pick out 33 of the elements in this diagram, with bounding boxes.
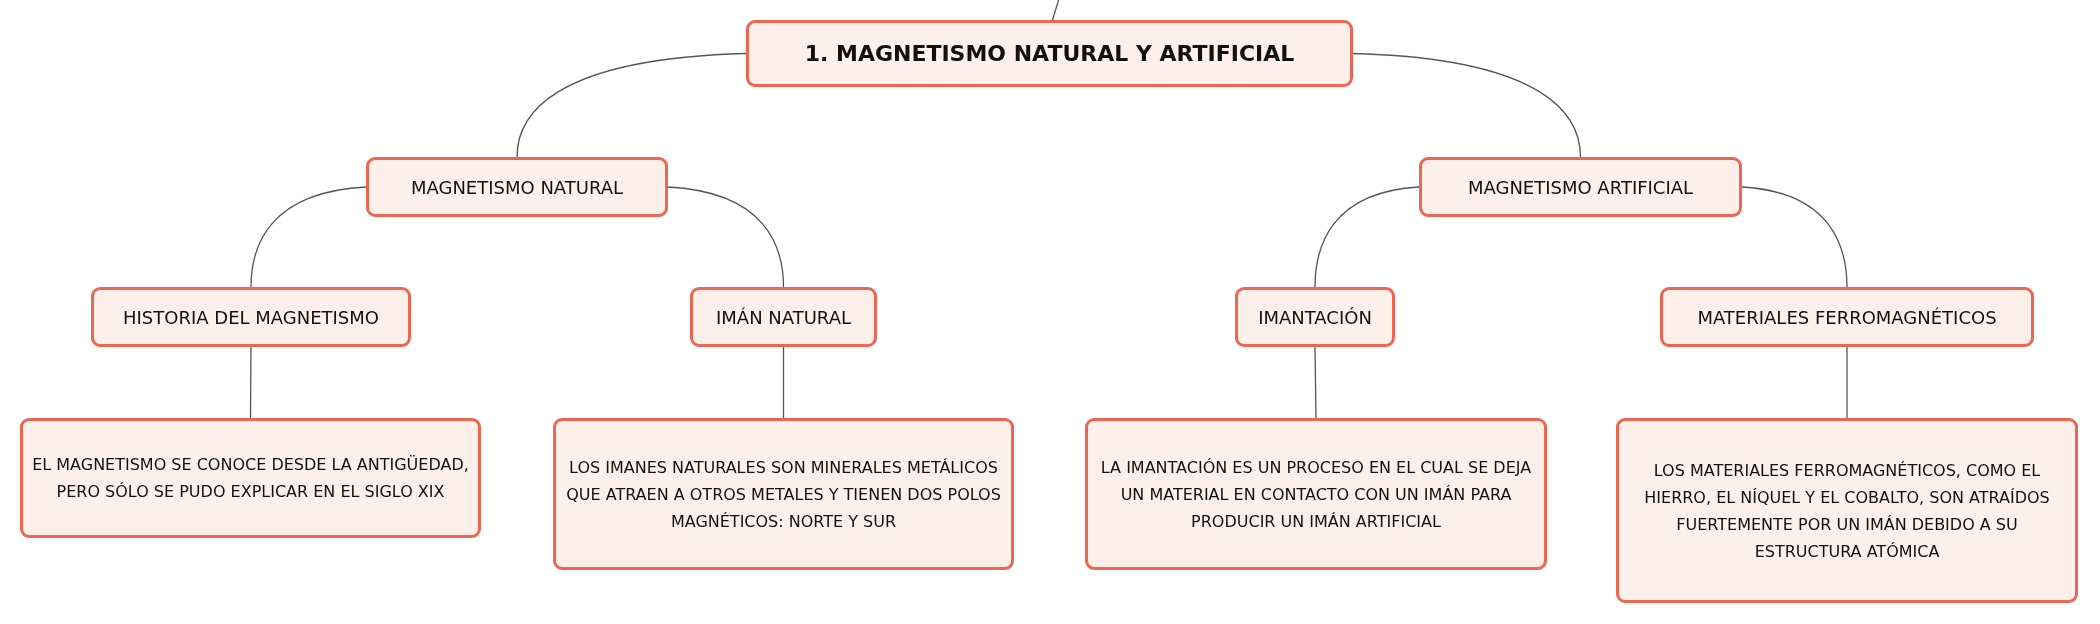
topic-box [1660,287,2034,347]
node-text: EL MAGNETISMO SE CONOCE DESDE LA ANTIGÜEDAD, PERO SÓLO SE PUDO EXPLICAR EN EL SIGLO XIX [31,454,470,503]
node-text: MATERIALES FERROMAGNÉTICOS [1697,306,1997,328]
connector-line [1741,186,1848,288]
node-text: IMANTACIÓN [1258,306,1372,328]
node-text: LOS MATERIALES FERROMAGNÉTICOS, COMO EL HIERRO, EL NÍQUEL Y EL COBALTO, SON ATRAÍDOS FUERTEMENTE POR UN IMÁN DEBIDO A SU ESTRUCTURA ATÓMICA [1643,459,2051,563]
node-text: LA IMANTACIÓN ES UN PROCESO EN EL CUAL SE DEJA UN MATERIAL EN CONTACTO CON UN IMÁN PARA PRODUCIR UN IMÁN ARTIFICIAL [1099,456,1533,533]
description-box [20,418,481,538]
connector-line [250,186,367,288]
title-box [746,20,1353,87]
node-text: 1. MAGNETISMO NATURAL Y ARTIFICIAL [804,41,1295,66]
connector-line [782,346,785,419]
node-text: IMÁN NATURAL [716,306,851,328]
connector-line [1314,186,1420,288]
topic-box [1419,157,1742,217]
connector-line [1846,346,1848,419]
description-box [1616,418,2078,603]
connector-line [1051,0,1060,21]
topic-box [366,157,668,217]
description-box [1085,418,1547,570]
connector-line [1314,346,1317,419]
connector-line [516,52,747,158]
topic-box [1235,287,1395,347]
connector-line [249,346,252,419]
topic-box [91,287,411,347]
node-text: MAGNETISMO ARTIFICIAL [1467,176,1694,198]
topic-box [690,287,877,347]
node-text: HISTORIA DEL MAGNETISMO [123,306,379,328]
node-text: LOS IMANES NATURALES SON MINERALES METÁLICOS QUE ATRAEN A OTROS METALES Y TIENEN DOS POLOS MAGNÉTICOS: NORTE Y SUR [565,456,1002,533]
connector-line [1352,52,1582,158]
node-text: MAGNETISMO NATURAL [410,176,624,198]
description-box [553,418,1014,570]
connector-line [667,186,785,288]
